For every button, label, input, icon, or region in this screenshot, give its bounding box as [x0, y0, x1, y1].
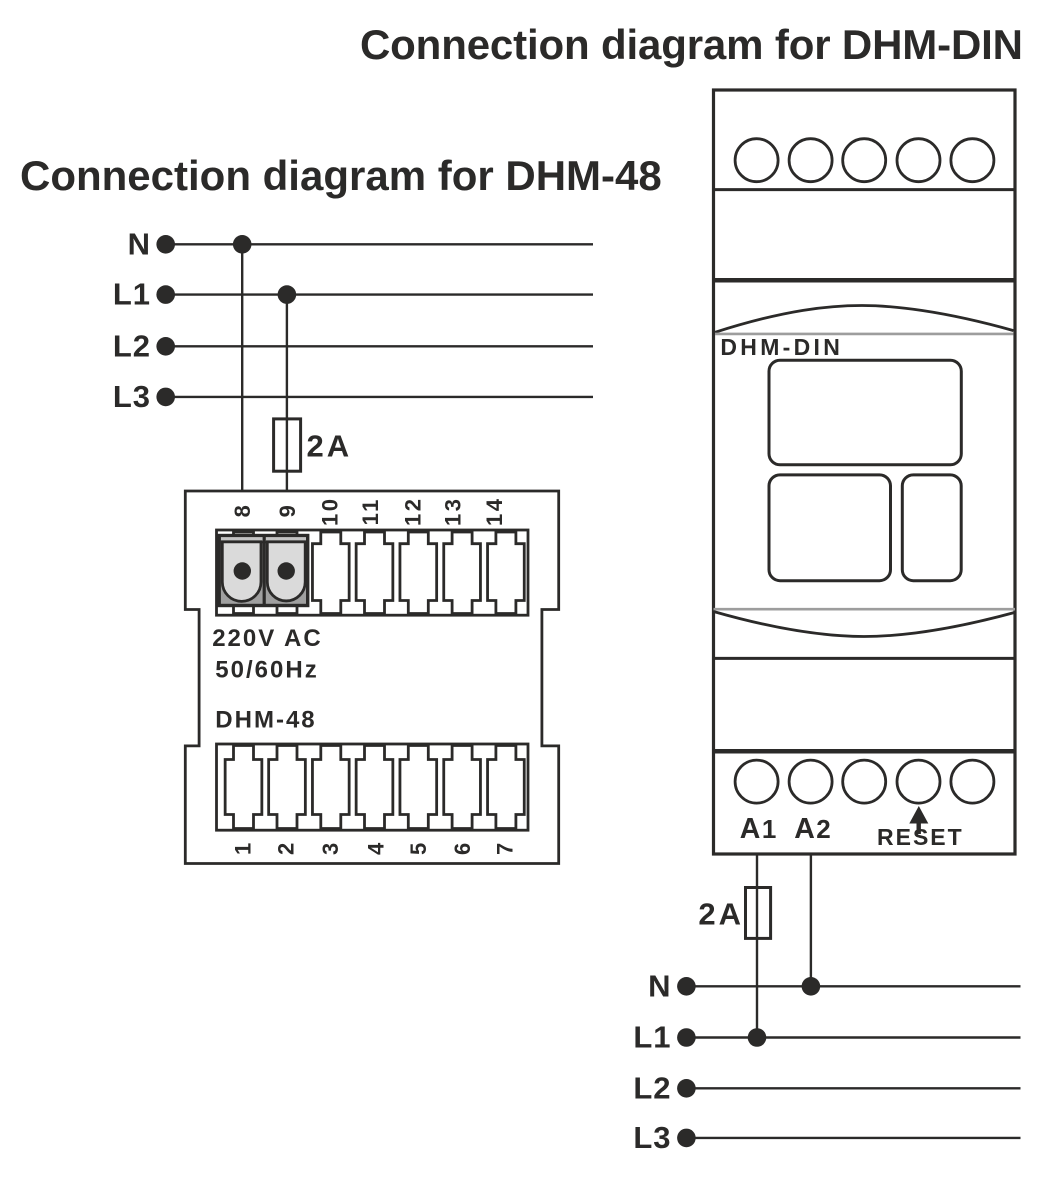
svg-text:5: 5 [406, 843, 431, 855]
svg-text:2: 2 [273, 843, 298, 855]
svg-text:8: 8 [230, 505, 255, 517]
svg-text:2A: 2A [698, 896, 744, 931]
svg-text:6: 6 [450, 843, 475, 855]
svg-text:L3: L3 [633, 1120, 671, 1155]
svg-text:13: 13 [441, 497, 466, 526]
svg-text:7: 7 [492, 843, 517, 855]
svg-text:DHM-48: DHM-48 [215, 707, 316, 734]
svg-text:L1: L1 [113, 277, 151, 312]
svg-text:Connection diagram for DHM-48: Connection diagram for DHM-48 [20, 152, 662, 199]
svg-text:10: 10 [318, 497, 343, 526]
svg-text:9: 9 [275, 505, 300, 517]
svg-text:N: N [128, 226, 151, 261]
svg-text:220V AC: 220V AC [212, 625, 323, 652]
svg-text:L1: L1 [633, 1020, 671, 1055]
svg-text:A1: A1 [740, 813, 777, 845]
svg-text:L3: L3 [113, 379, 151, 414]
svg-text:14: 14 [482, 497, 507, 526]
svg-text:1: 1 [230, 843, 255, 855]
svg-text:50/60Hz: 50/60Hz [215, 657, 318, 684]
svg-text:4: 4 [364, 842, 389, 855]
svg-text:L2: L2 [113, 328, 151, 363]
svg-text:11: 11 [358, 497, 383, 525]
svg-text:3: 3 [318, 843, 343, 855]
svg-text:A2: A2 [794, 813, 831, 845]
svg-text:L2: L2 [633, 1070, 671, 1105]
svg-text:2A: 2A [307, 428, 353, 463]
svg-text:12: 12 [400, 497, 425, 526]
svg-text:Connection diagram for DHM-DIN: Connection diagram for DHM-DIN [360, 21, 1023, 68]
svg-text:DHM-DIN: DHM-DIN [720, 334, 843, 360]
svg-text:N: N [648, 968, 671, 1003]
